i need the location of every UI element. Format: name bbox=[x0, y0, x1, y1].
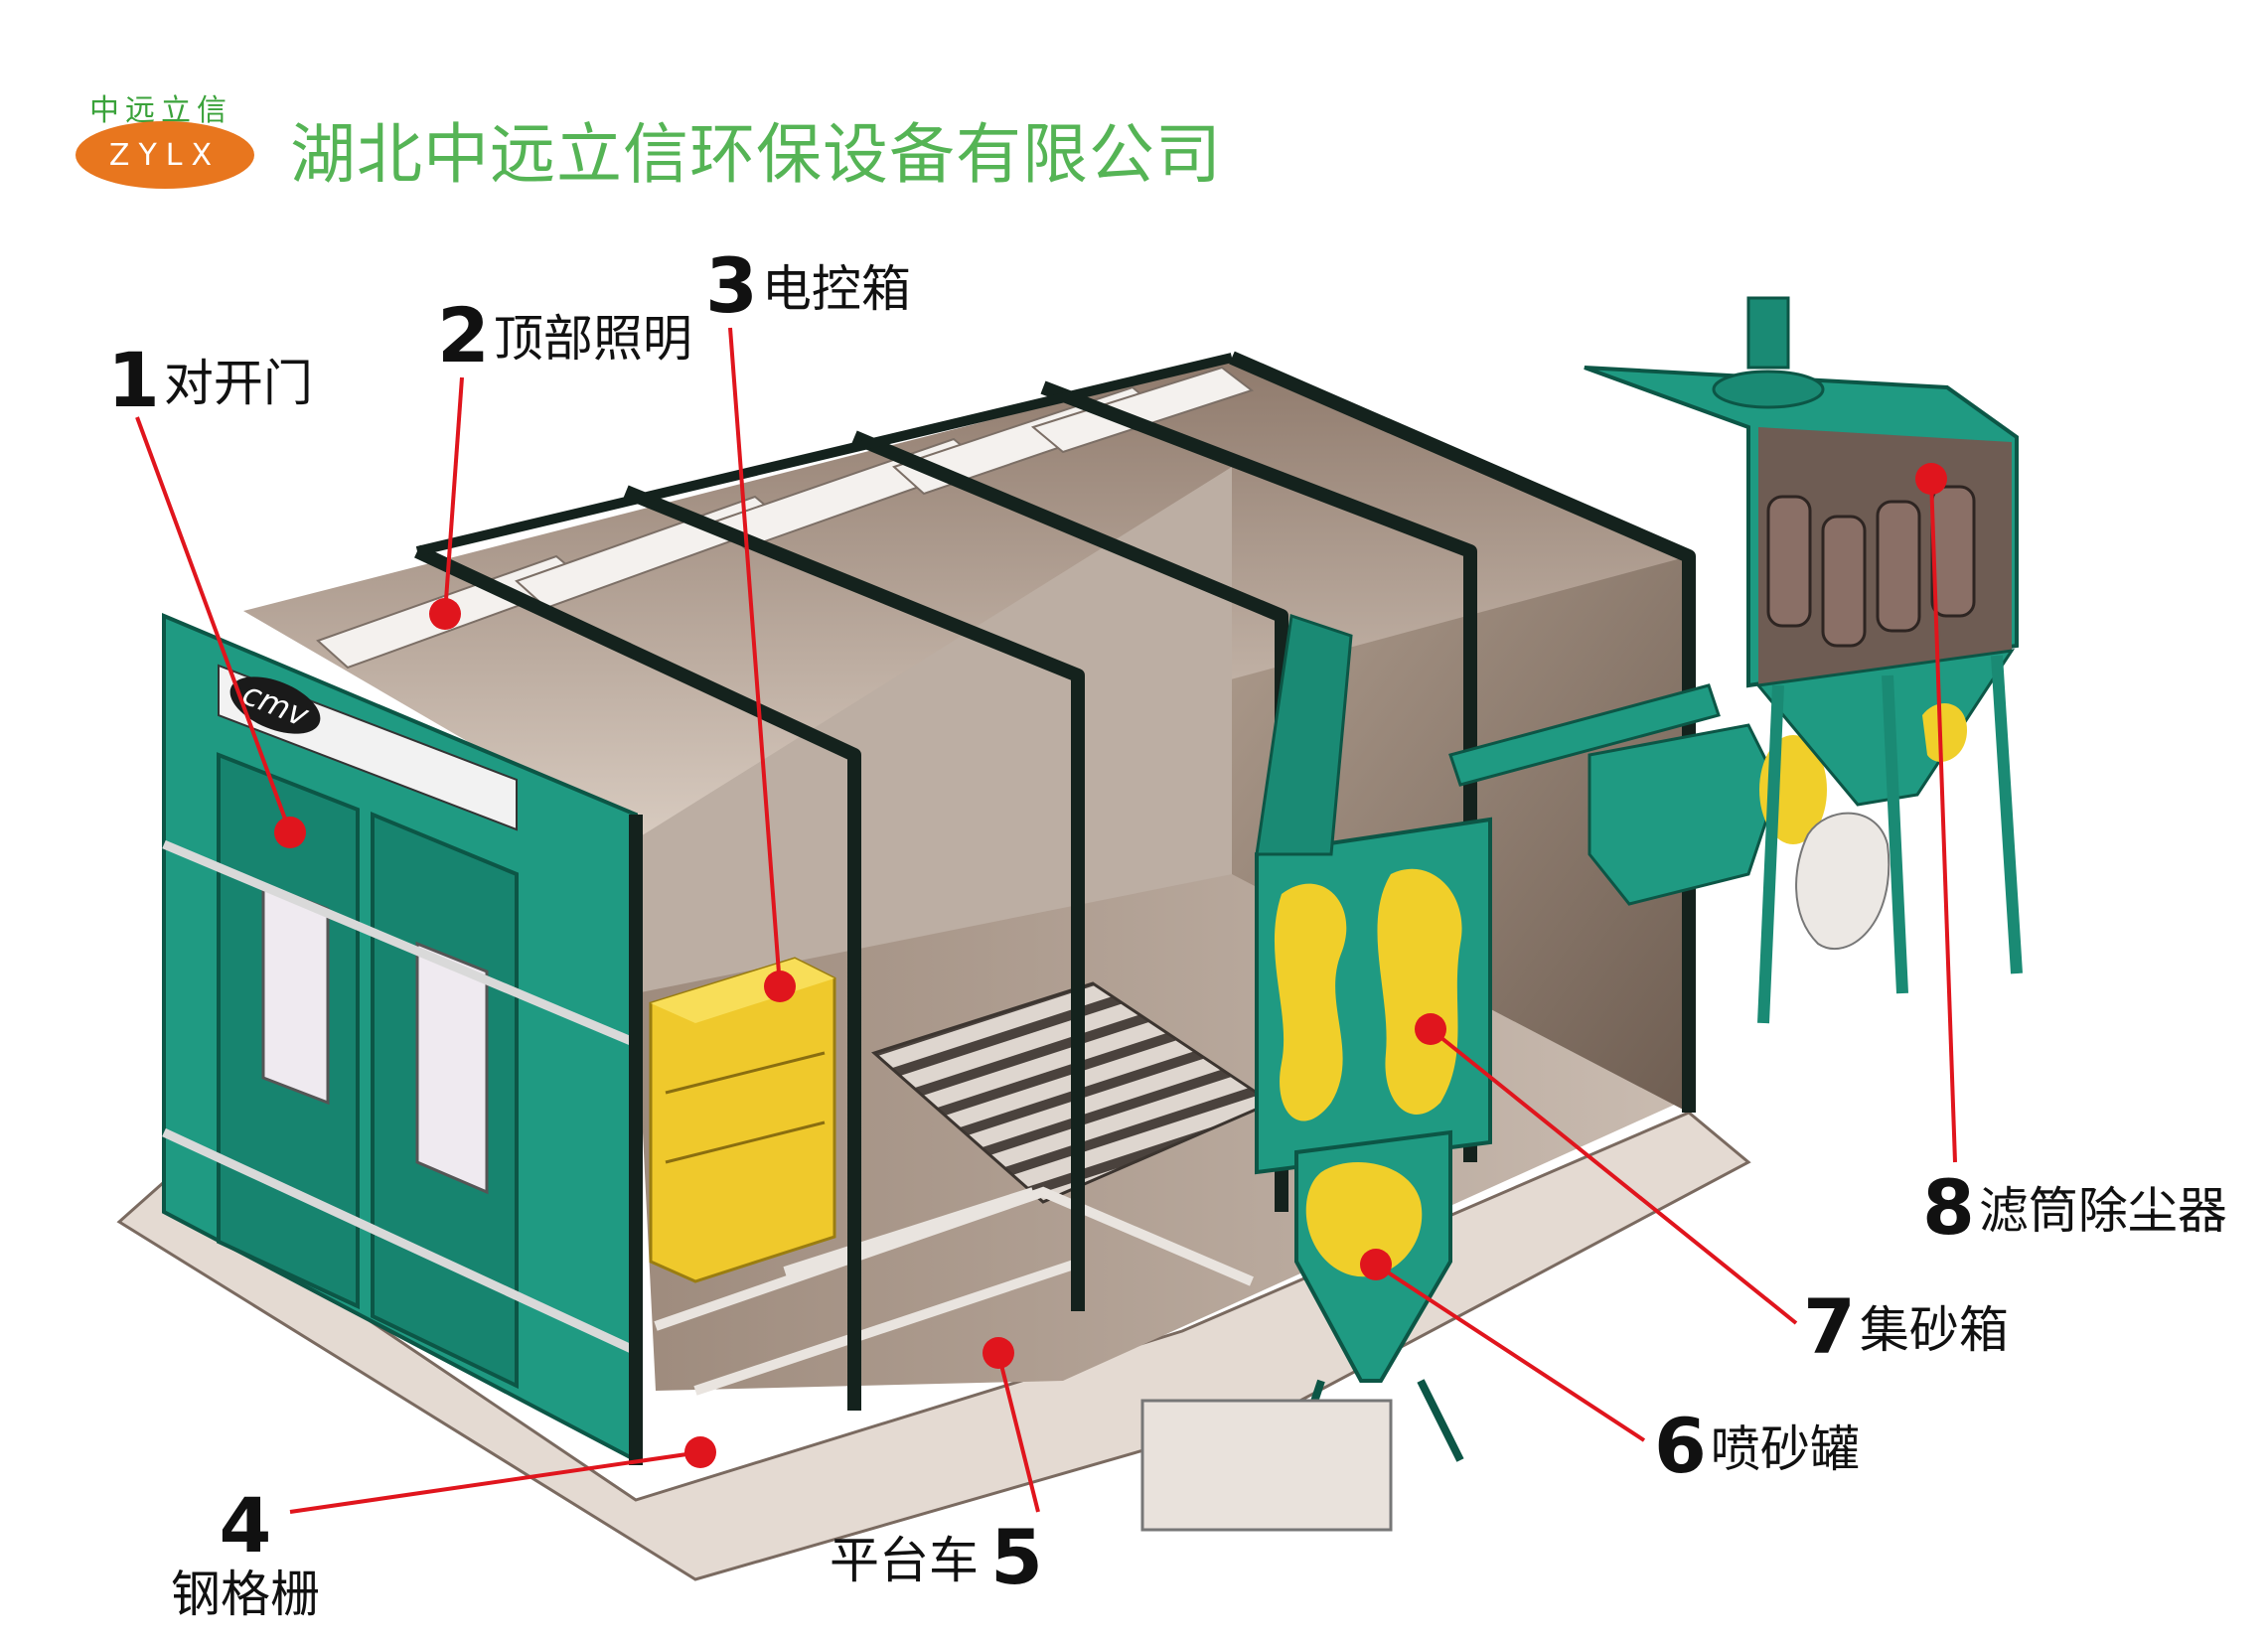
callout-leaders bbox=[135, 327, 1957, 1514]
callout-4-number: 4 bbox=[219, 1481, 272, 1569]
callout-8-text: 滤筒除尘器 bbox=[1978, 1182, 2227, 1240]
callout-2-number: 2 bbox=[437, 291, 490, 379]
callout-dots bbox=[274, 463, 1947, 1468]
callout-7-text: 集砂箱 bbox=[1859, 1301, 2009, 1359]
callout-8-number: 8 bbox=[1922, 1163, 1975, 1252]
callout-8-dust-collector: 8滤筒除尘器 bbox=[1922, 1170, 2227, 1246]
callout-7-sand-collection-box: 7集砂箱 bbox=[1803, 1289, 2009, 1365]
callout-1-text: 对开门 bbox=[163, 355, 313, 412]
callout-5-text: 平台车 bbox=[830, 1532, 979, 1589]
callout-6-sandblasting-tank: 6喷砂罐 bbox=[1654, 1409, 1860, 1484]
ceiling bbox=[243, 360, 1689, 839]
cartridge-dust-collector bbox=[1584, 296, 2023, 1024]
electric-control-box bbox=[649, 957, 836, 1283]
callout-1-double-door: 1对开门 bbox=[107, 343, 313, 418]
callout-7-number: 7 bbox=[1803, 1282, 1856, 1371]
platform-cart bbox=[654, 1186, 1254, 1396]
callout-4-text: 钢格栅 bbox=[171, 1566, 320, 1623]
callout-1-number: 1 bbox=[107, 336, 160, 424]
sand-collection-box bbox=[1255, 614, 1492, 1175]
callout-2-text: 顶部照明 bbox=[493, 310, 692, 368]
callout-3-electric-box: 3电控箱 bbox=[705, 248, 911, 324]
callout-3-text: 电控箱 bbox=[761, 260, 911, 318]
callout-3-number: 3 bbox=[705, 241, 758, 330]
collector-yellow-panel bbox=[1922, 703, 1967, 762]
tank-base-pit bbox=[1140, 1399, 1393, 1532]
callout-6-text: 喷砂罐 bbox=[1710, 1420, 1860, 1478]
callout-5-number: 5 bbox=[990, 1513, 1043, 1601]
front-frame-rails bbox=[162, 839, 638, 1356]
door-windows bbox=[261, 881, 489, 1195]
logo-latin-text: ZYLX bbox=[108, 137, 222, 173]
company-logo: 中远立信 ZYLX bbox=[76, 85, 258, 193]
header: 中远立信 ZYLX 湖北中远立信环保设备有限公司 bbox=[0, 0, 2268, 209]
nameplate-logo bbox=[229, 676, 321, 734]
callout-6-number: 6 bbox=[1654, 1402, 1707, 1490]
company-name: 湖北中远立信环保设备有限公司 bbox=[290, 116, 1222, 193]
air-duct bbox=[1448, 683, 1780, 906]
logo-oval: ZYLX bbox=[76, 121, 254, 189]
callout-2-top-lighting: 2顶部照明 bbox=[437, 298, 692, 373]
